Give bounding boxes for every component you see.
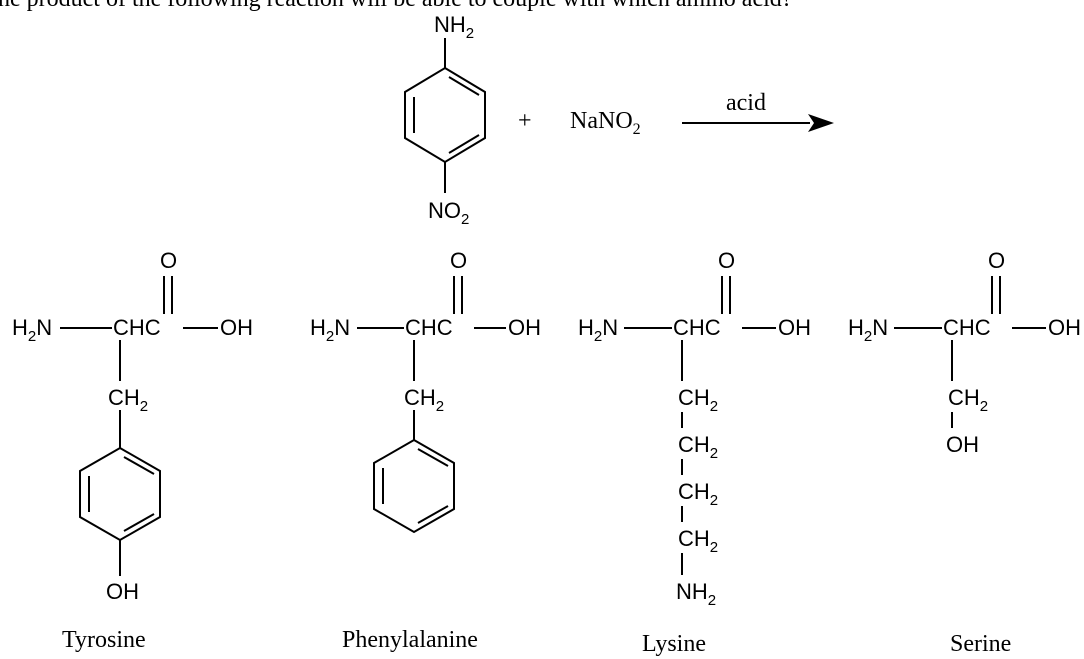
tyrosine-ring-oh: OH: [106, 579, 139, 604]
amino-acid-lysine: O H2N CHC OH CH2 CH2 CH2 CH2 NH2 Lysine: [578, 248, 811, 657]
tyrosine-ring: [79, 446, 161, 542]
lys-carbonyl-o: O: [718, 248, 735, 273]
ser-carbonyl-o: O: [988, 248, 1005, 273]
phe-ch2: CH2: [404, 385, 444, 415]
arrow-head: [808, 114, 834, 132]
phe-ring: [373, 438, 455, 534]
phenylalanine-name: Phenylalanine: [342, 627, 478, 653]
amino-acid-phenylalanine: O H2N CHC OH CH2 Phenylalanine: [310, 248, 541, 653]
tyrosine-ch2: CH2: [108, 385, 148, 415]
ser-amine: H2N: [848, 315, 888, 345]
ser-chc: CHC: [943, 315, 991, 340]
tyrosine-ring-inner-2: [123, 456, 155, 475]
reactant-nh2-sub: 2: [466, 25, 474, 42]
reactant-no2-label: NO2: [428, 198, 469, 228]
phe-amine: H2N: [310, 315, 350, 345]
ser-side-oh: OH: [946, 432, 979, 457]
lys-amine: H2N: [578, 315, 618, 345]
serine-name: Serine: [950, 631, 1011, 657]
lys-ch2-1: CH2: [678, 385, 718, 415]
arrow-condition-label: acid: [726, 90, 766, 116]
lys-nh2: NH2: [676, 579, 716, 609]
reactant-inner-bond-2: [448, 76, 480, 96]
phe-oh: OH: [508, 315, 541, 340]
phe-carbonyl-o: O: [450, 248, 467, 273]
lys-ch2-2: CH2: [678, 432, 718, 462]
tyrosine-amine: H2N: [12, 315, 52, 345]
phe-ring-inner-3: [417, 505, 449, 524]
reagent-main: NaNO: [570, 108, 633, 134]
reactant-no2-main: NO: [428, 198, 461, 223]
reactant-no2-sub: 2: [461, 211, 469, 228]
reaction-arrow: [682, 114, 834, 132]
reagent-nano2: NaNO2: [570, 108, 641, 138]
tyrosine-ring-inner-3: [123, 513, 155, 532]
tyrosine-name: Tyrosine: [62, 627, 146, 653]
amino-acid-tyrosine: O H2N CHC OH CH2 OH Tyrosine: [12, 248, 253, 653]
reactant-inner-bond-3: [448, 134, 480, 154]
amino-acid-serine: O H2N CHC OH CH2 OH Serine: [848, 248, 1081, 657]
lys-oh: OH: [778, 315, 811, 340]
plus-sign: +: [518, 108, 532, 134]
lys-ch2-3: CH2: [678, 479, 718, 509]
lysine-name: Lysine: [642, 631, 706, 657]
ser-oh: OH: [1048, 315, 1081, 340]
reagent-sub: 2: [633, 121, 641, 138]
tyrosine-oh: OH: [220, 315, 253, 340]
phe-chc: CHC: [405, 315, 453, 340]
reactant-nh2-label: NH2: [434, 12, 474, 42]
header-fragment: he product of the following reaction wil…: [0, 0, 792, 12]
tyrosine-carbonyl-o: O: [160, 248, 177, 273]
reactant-benzene-ring: [404, 66, 486, 164]
reactant-p-nitroaniline: NH2 NO2: [404, 12, 486, 228]
phe-ring-inner-2: [417, 448, 449, 467]
tyrosine-chc: CHC: [113, 315, 161, 340]
ser-ch2: CH2: [948, 385, 988, 415]
lys-chc: CHC: [673, 315, 721, 340]
lys-ch2-4: CH2: [678, 526, 718, 556]
reactant-nh2-main: NH: [434, 12, 466, 37]
